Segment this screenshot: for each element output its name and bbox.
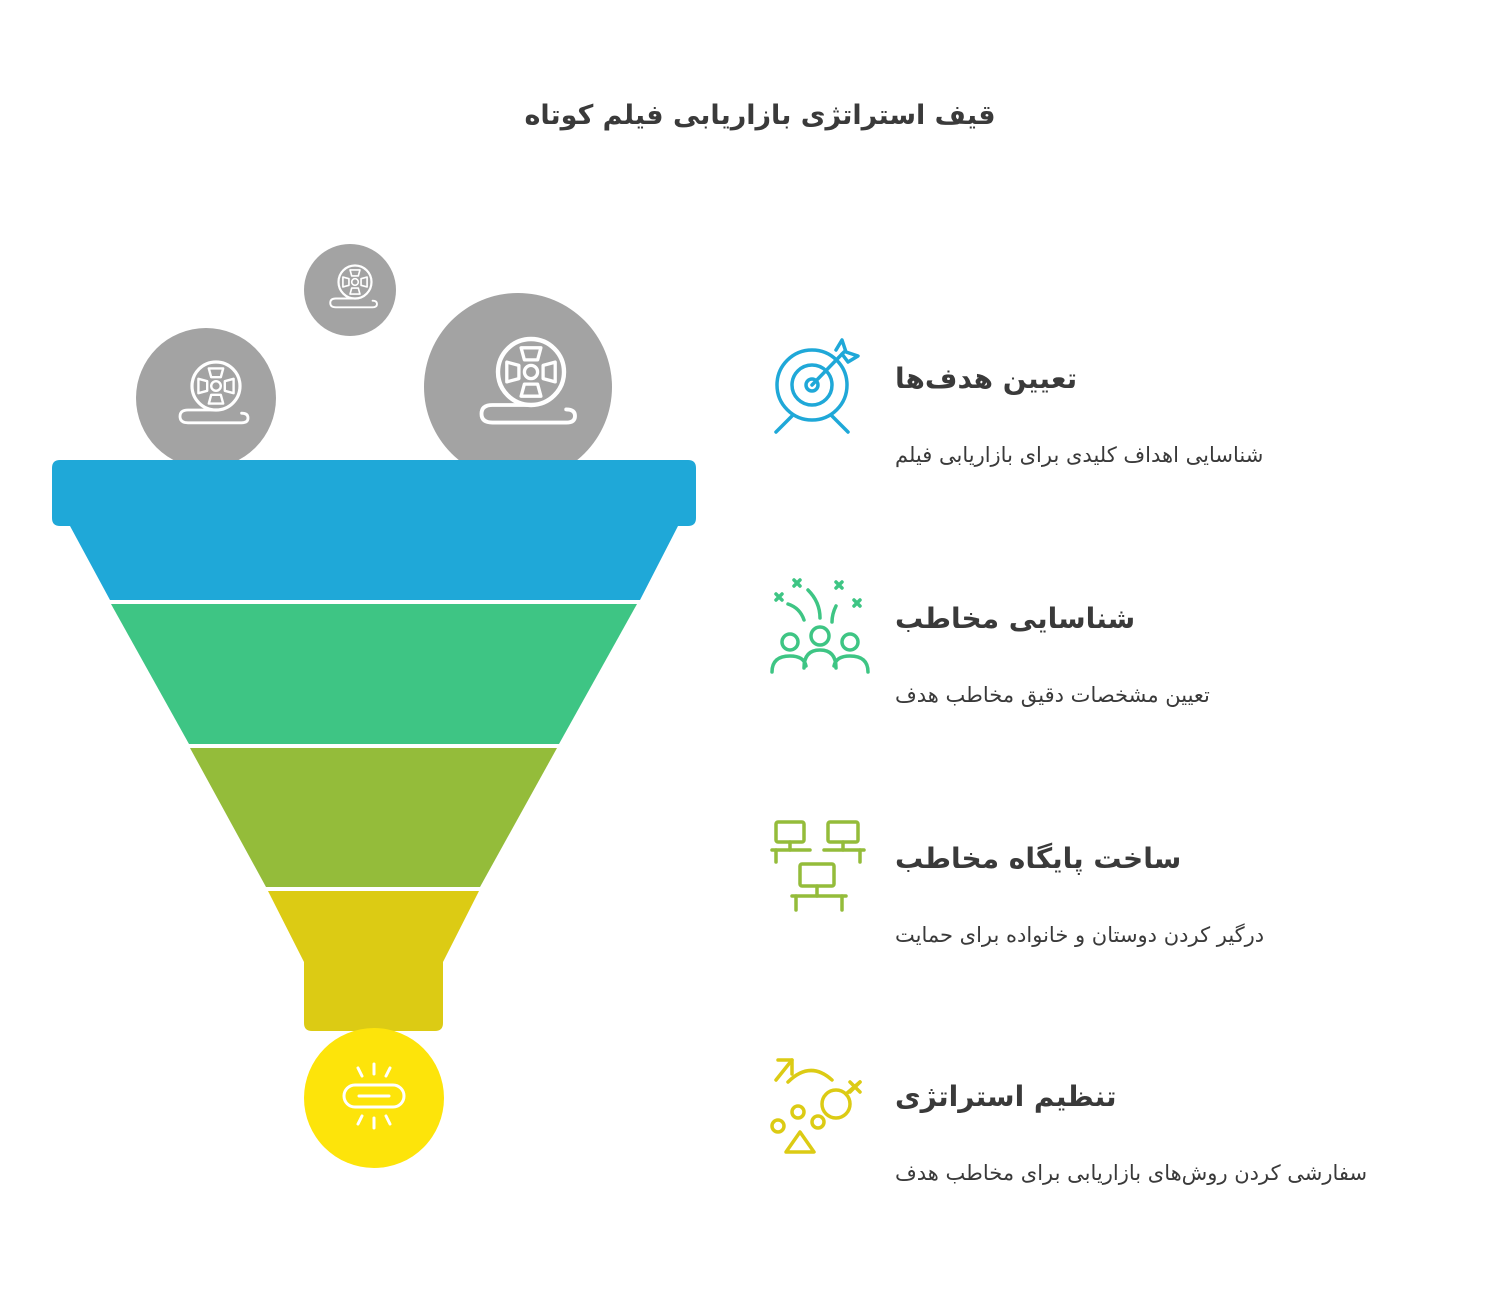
light-bulb <box>304 1028 444 1168</box>
step-description: درگیر کردن دوستان و خانواده برای حمایت <box>895 923 1265 947</box>
step-description: سفارشی کردن روش‌های بازاریابی برای مخاطب… <box>895 1161 1368 1185</box>
funnel-layer-4 <box>268 891 479 1031</box>
strategy-shapes-icon <box>770 1058 862 1154</box>
step-heading: تنظیم استراتژی <box>895 1080 1117 1113</box>
step-heading: شناسایی مخاطب <box>895 602 1136 635</box>
film-reel-ball-small <box>304 244 396 336</box>
page-title: قیف استراتژی بازاریابی فیلم کوتاه <box>524 100 996 131</box>
light-bulb-icon <box>342 1062 406 1130</box>
step-set-goals: تعیین هدف‌ها شناسایی اهداف کلیدی برای با… <box>770 338 1450 488</box>
funnel-diagram <box>52 244 696 1168</box>
step-set-strategy: تنظیم استراتژی سفارشی کردن روش‌های بازار… <box>770 1056 1450 1206</box>
step-heading: ساخت پایگاه مخاطب <box>895 842 1182 875</box>
film-reel-ball-large <box>424 293 612 481</box>
step-identify-audience: شناسایی مخاطب تعیین مشخصات دقیق مخاطب هد… <box>770 578 1450 728</box>
funnel-layer-2 <box>111 604 637 744</box>
funnel-layer-3 <box>190 748 557 887</box>
audience-group-icon <box>770 578 870 674</box>
network-computers-icon <box>770 820 866 912</box>
step-description: شناسایی اهداف کلیدی برای بازاریابی فیلم <box>895 443 1264 467</box>
film-reel-ball-medium <box>136 328 276 468</box>
funnel-layer-1 <box>52 460 696 600</box>
step-heading: تعیین هدف‌ها <box>895 362 1078 395</box>
step-description: تعیین مشخصات دقیق مخاطب هدف <box>895 683 1210 707</box>
target-arrow-icon <box>774 338 860 434</box>
step-build-audience-base: ساخت پایگاه مخاطب درگیر کردن دوستان و خا… <box>770 818 1450 968</box>
